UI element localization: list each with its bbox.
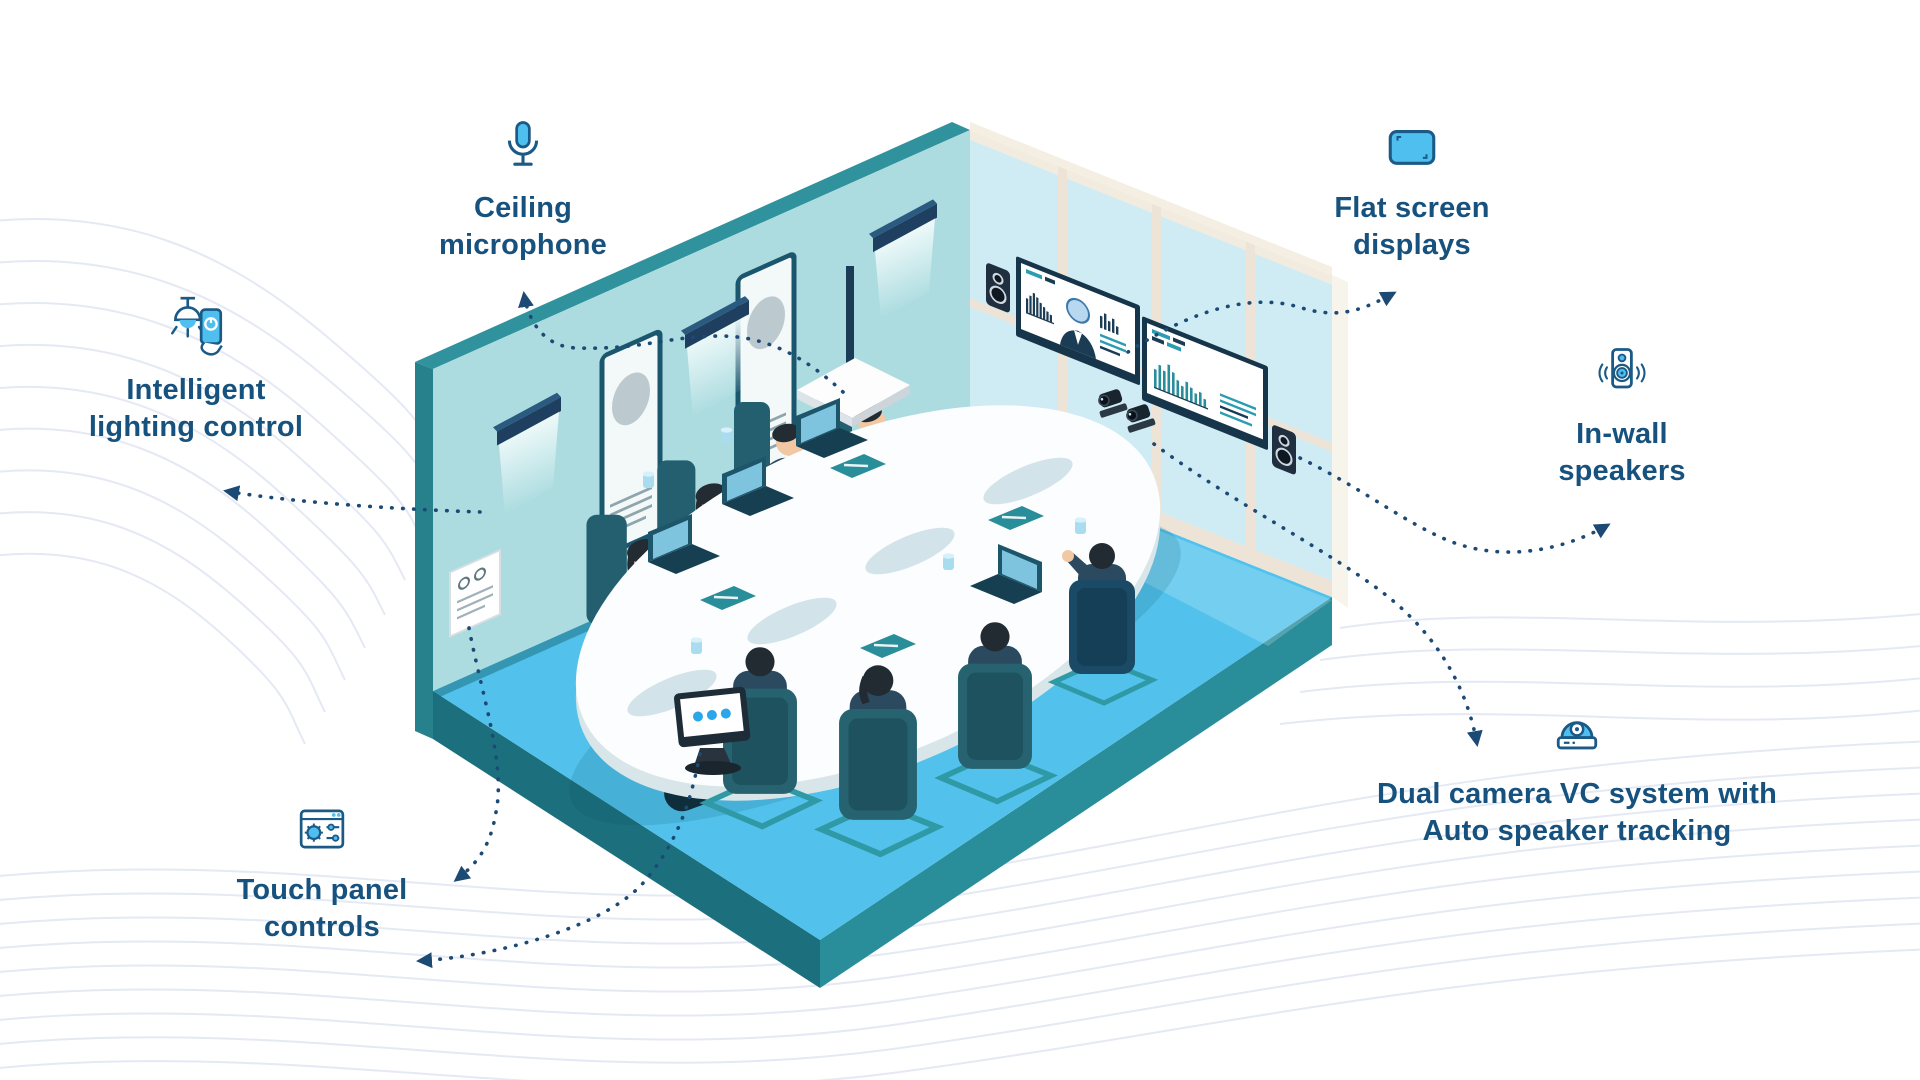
lighting-control-icon bbox=[171, 296, 223, 356]
feature-touch-panel-controls: Touch panel controls bbox=[172, 800, 472, 945]
floor-edge-right bbox=[820, 597, 1332, 988]
person bbox=[814, 665, 945, 858]
left-wall-top-band bbox=[415, 122, 970, 369]
label-line: Flat screen bbox=[1334, 192, 1490, 224]
background-waves-top-left bbox=[0, 218, 446, 745]
label-line: Intelligent bbox=[126, 374, 266, 406]
label-line: In-wall bbox=[1576, 418, 1668, 450]
label-line: lighting control bbox=[88, 410, 304, 443]
feature-label: Flat screen displays bbox=[1334, 190, 1489, 263]
speaker-icon bbox=[1598, 348, 1646, 389]
wall-speaker-left bbox=[986, 263, 1010, 313]
wall-touch-panel bbox=[449, 548, 501, 638]
floor-edge-left bbox=[433, 691, 820, 988]
room bbox=[415, 122, 1348, 988]
wall-light-fixture bbox=[493, 392, 561, 515]
feature-label: Intelligent lighting control bbox=[89, 372, 303, 445]
connector-lighting bbox=[223, 485, 482, 514]
laptop bbox=[970, 544, 1042, 604]
feature-label: In-wall speakers bbox=[1558, 416, 1685, 489]
person bbox=[1047, 543, 1159, 706]
wall-display-right bbox=[1142, 316, 1268, 450]
feature-dual-camera-vc: Dual camera VC system with Auto speaker … bbox=[1367, 702, 1787, 849]
feature-label: Touch panel controls bbox=[237, 872, 408, 945]
feature-in-wall-speakers: In-wall speakers bbox=[1472, 342, 1772, 489]
feature-ceiling-microphone: Ceiling microphone bbox=[373, 118, 673, 263]
feature-label: Ceiling microphone bbox=[439, 190, 607, 263]
label-line: displays bbox=[1353, 228, 1471, 261]
flat-screen-icon bbox=[1388, 130, 1436, 165]
wall-speaker-right bbox=[1272, 425, 1296, 475]
feature-label: Dual camera VC system with Auto speaker … bbox=[1377, 776, 1777, 849]
label-line: microphone bbox=[439, 228, 607, 261]
wall-light-fixture bbox=[869, 199, 937, 320]
connectors bbox=[223, 291, 1611, 969]
label-line: Dual camera VC system with bbox=[1376, 778, 1778, 810]
left-wall-edge-band bbox=[415, 362, 433, 739]
feature-flat-screen-displays: Flat screen displays bbox=[1262, 118, 1562, 263]
person bbox=[934, 622, 1058, 805]
label-line: speakers bbox=[1558, 454, 1686, 487]
right-wall-top-lip bbox=[970, 122, 1332, 276]
right-wall-outer-edge bbox=[1332, 275, 1348, 608]
label-line: controls bbox=[264, 910, 380, 943]
wall-poster bbox=[599, 329, 663, 558]
table-touch-monitor bbox=[673, 686, 751, 775]
connector-speakers bbox=[1298, 456, 1611, 554]
microphone-icon bbox=[507, 121, 539, 166]
wall-light-fixture bbox=[681, 296, 749, 418]
label-line: Touch panel bbox=[236, 874, 408, 906]
label-line: Auto speaker tracking bbox=[1422, 814, 1732, 847]
feature-intelligent-lighting: Intelligent lighting control bbox=[26, 292, 366, 445]
laptop bbox=[648, 514, 720, 574]
wall-display-left bbox=[1016, 256, 1140, 385]
vc-camera-pair bbox=[1098, 389, 1156, 433]
connector-camera bbox=[1152, 442, 1483, 747]
connector-touch-table bbox=[416, 752, 702, 969]
connector-touch-wall bbox=[453, 626, 501, 882]
label-line: Ceiling bbox=[473, 192, 573, 224]
touch-panel-icon bbox=[299, 809, 345, 849]
dome-camera-icon bbox=[1556, 721, 1598, 750]
connector-ceiling-mic bbox=[518, 291, 845, 394]
laptop bbox=[722, 456, 794, 516]
laptop bbox=[796, 398, 868, 458]
